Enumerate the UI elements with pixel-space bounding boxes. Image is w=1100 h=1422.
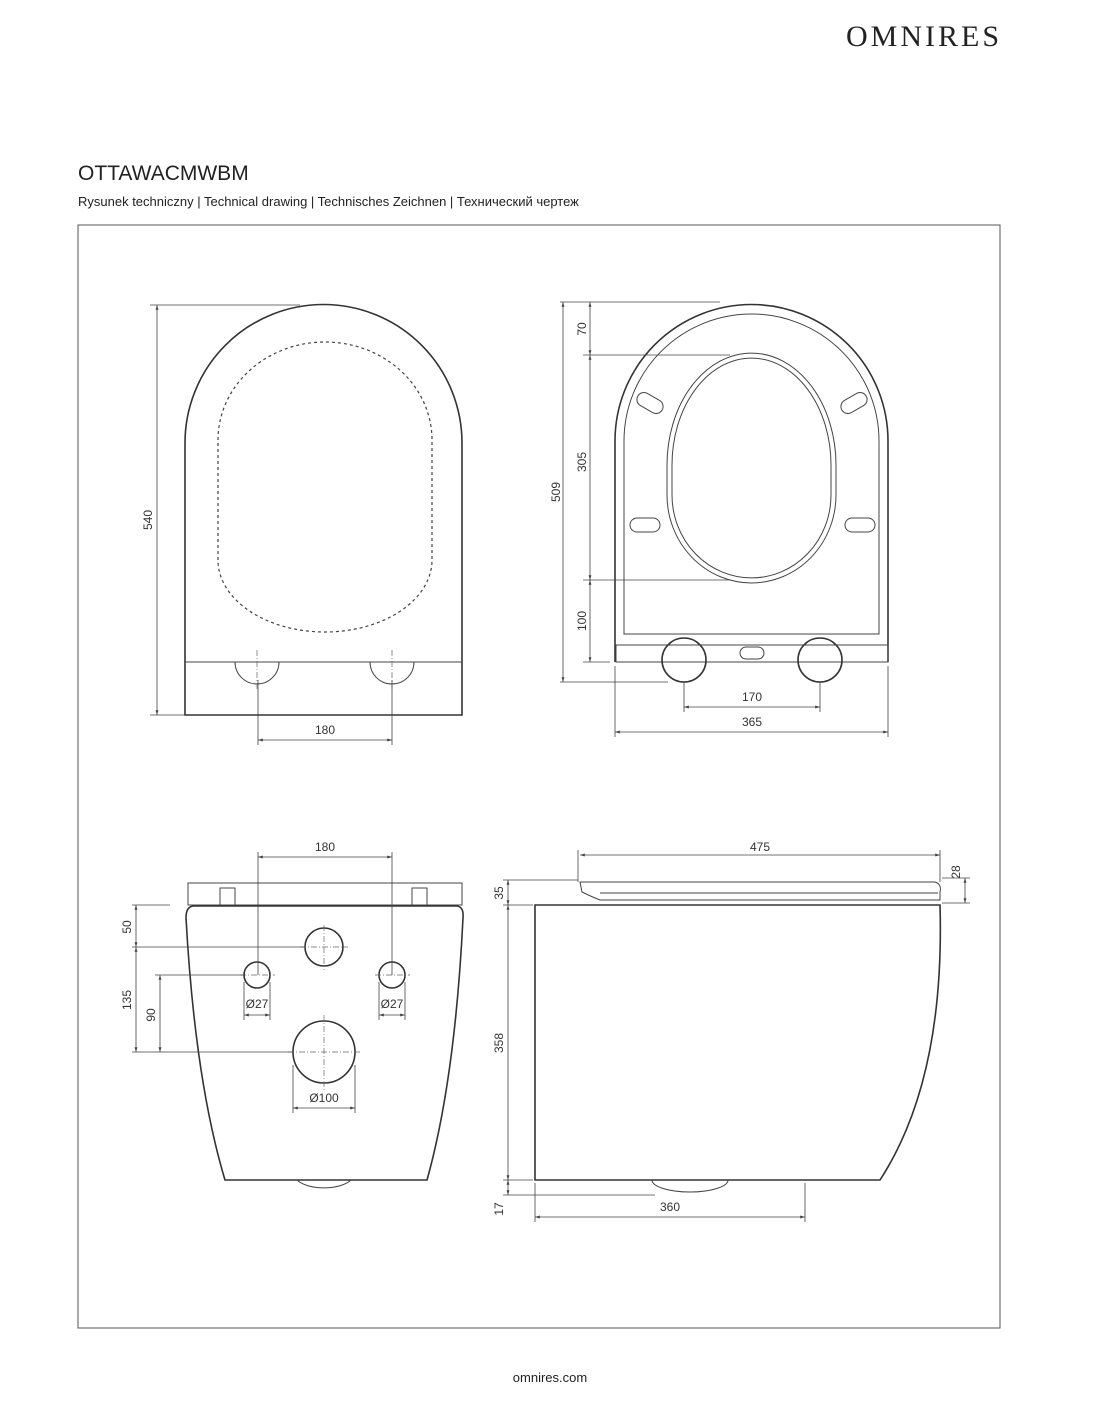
dim-hinge-spacing: 170: [742, 690, 762, 704]
dim-drain-hole: Ø100: [309, 1091, 339, 1105]
footer-website: omnires.com: [512, 1370, 588, 1385]
dim-mid: 135: [120, 990, 134, 1010]
dim-total-length: 509: [549, 482, 563, 502]
dim-base-length: 360: [660, 1200, 680, 1214]
drawing-frame: [77, 224, 1001, 1329]
product-code-title: OTTAWACMWBM: [78, 162, 249, 185]
dim-small-hole-left: Ø27: [246, 997, 269, 1011]
seat-bottom-view: 509 70 305 100 170 365: [549, 301, 889, 737]
dim-body-height: 358: [492, 1033, 506, 1053]
rear-view: 180 50 135 90 Ø27 Ø27 Ø100: [120, 840, 464, 1189]
dim-seat-offset: 35: [492, 886, 506, 900]
brand-logo: OMNIRES: [845, 20, 1002, 53]
dim-seat-height: 28: [949, 865, 963, 879]
dim-front-gap: 70: [575, 322, 589, 336]
dim-seat-hinge-spacing: 180: [315, 723, 335, 737]
dim-small-hole-right: Ø27: [381, 997, 404, 1011]
dim-length: 475: [750, 840, 770, 854]
dim-hole-spacing: 180: [315, 840, 335, 854]
drawing-subtitle: Rysunek techniczny | Technical drawing |…: [78, 194, 579, 209]
side-view: 475 28 35 358 17 360: [492, 840, 970, 1222]
dim-opening-length: 305: [575, 452, 589, 472]
seat-top-view: 540 180: [141, 303, 463, 745]
dim-top: 50: [120, 920, 134, 934]
dim-small: 90: [144, 1008, 158, 1022]
dim-rear-gap: 100: [575, 611, 589, 631]
dim-bottom-offset: 17: [492, 1202, 506, 1216]
dim-seat-height: 540: [141, 510, 155, 530]
dim-seat-width: 365: [742, 715, 762, 729]
